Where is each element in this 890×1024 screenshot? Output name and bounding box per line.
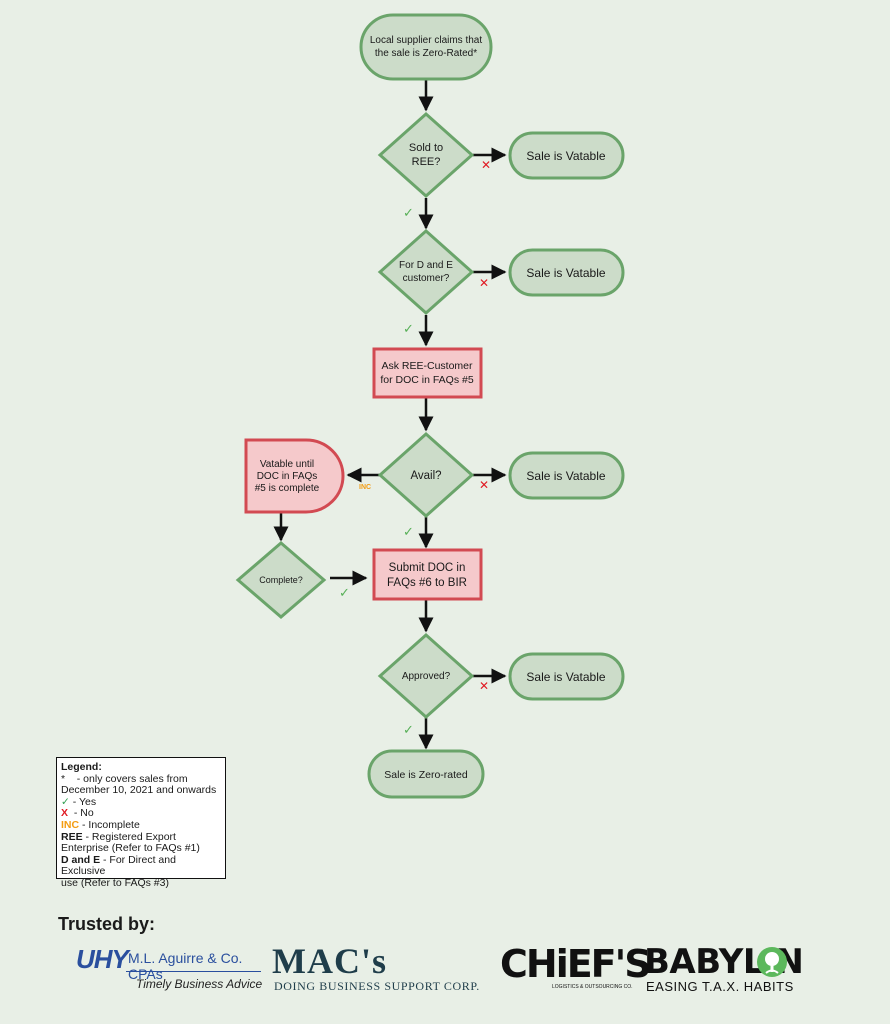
- start-line-2: the sale is Zero-Rated*: [375, 48, 477, 59]
- legend-yes-text: - Yes: [72, 795, 97, 808]
- end-node: Sale is Zero-rated: [367, 749, 485, 799]
- no-mark-icon: ✕: [479, 276, 489, 290]
- no-mark-icon: ✕: [479, 478, 489, 492]
- submit-line-1: Submit DOC in: [389, 562, 466, 574]
- inc-label: INC: [359, 484, 371, 491]
- process-submit-doc: Submit DOC in FAQs #6 to BIR: [372, 548, 483, 601]
- decision-complete: Complete?: [235, 541, 327, 619]
- vatable-node-2: Sale is Vatable: [508, 248, 625, 297]
- approved-label: Approved?: [402, 671, 451, 682]
- ask-line-2: for DOC in FAQs #5: [380, 374, 474, 386]
- legend-title: Legend:: [61, 761, 102, 773]
- legend-inc-text: - Incomplete: [82, 818, 140, 831]
- decision-approved: Approved?: [377, 632, 475, 720]
- ask-line-1: Ask REE-Customer: [381, 360, 473, 372]
- complete-label: Complete?: [259, 575, 303, 585]
- macs-logo: MAC's DOING BUSINESS SUPPORT CORP.: [272, 941, 492, 996]
- legend: Legend: * - only covers sales from Decem…: [56, 757, 226, 889]
- legend-de-text-2: use (Refer to FAQs #3): [61, 876, 169, 889]
- legend-star-text-2: December 10, 2021 and onwards: [61, 784, 217, 797]
- avail-label: Avail?: [410, 470, 441, 482]
- sold-line-1: Sold to: [409, 142, 443, 154]
- vatable-label-2: Sale is Vatable: [526, 266, 605, 280]
- legend-ree-text: - Registered Export: [85, 830, 176, 843]
- legend-de-symbol: D and E: [61, 853, 101, 866]
- legend-de-row: D and E - For Direct and Exclusive: [61, 853, 223, 878]
- de-line-2: customer?: [403, 273, 450, 284]
- uhy-mark: UHY: [76, 944, 129, 974]
- legend-ree-text-2: Enterprise (Refer to FAQs #1): [61, 842, 200, 855]
- start-node: Local supplier claims that the sale is Z…: [359, 13, 493, 81]
- vatable-until-line-1: Vatable until: [260, 459, 314, 470]
- submit-line-2: FAQs #6 to BIR: [387, 577, 467, 589]
- trusted-by-heading: Trusted by:: [58, 914, 156, 934]
- sold-line-2: REE?: [412, 156, 441, 168]
- legend-star-text: - only covers sales from: [76, 772, 188, 785]
- legend-no-text: - No: [73, 807, 94, 820]
- vatable-until-node: Vatable until DOC in FAQs #5 is complete: [244, 438, 345, 514]
- de-line-1: For D and E: [399, 260, 453, 271]
- legend-yes-icon: ✓: [61, 795, 70, 808]
- yes-mark-icon: ✓: [403, 525, 414, 540]
- chiefs-tagline: LOGISTICS & OUTSOURCING CO.: [552, 984, 633, 990]
- yes-mark-icon: ✓: [403, 723, 414, 738]
- no-mark-icon: ✕: [481, 158, 491, 172]
- legend-star-symbol: *: [61, 772, 66, 785]
- uhy-logo: UHY M.L. Aguirre & Co. CPAs Timely Busin…: [76, 944, 266, 996]
- babylon-tagline: EASING T.A.X. HABITS: [646, 979, 794, 994]
- legend-no-icon: X: [61, 807, 69, 820]
- legend-no-row: X - No: [61, 808, 223, 820]
- legend-inc-symbol: INC: [61, 818, 80, 831]
- chiefs-logo: CHiEF'S LOGISTICS & OUTSOURCING CO.: [500, 942, 652, 996]
- decision-avail: Avail?: [377, 431, 475, 519]
- vatable-label-4: Sale is Vatable: [526, 670, 605, 684]
- yes-mark-icon: ✓: [339, 586, 350, 601]
- legend-yes-row: ✓ - Yes: [61, 795, 223, 809]
- vatable-until-line-2: DOC in FAQs: [257, 471, 318, 482]
- uhy-tagline: Timely Business Advice: [136, 977, 263, 991]
- macs-name: MAC's: [272, 941, 387, 981]
- process-ask-ree-customer: Ask REE-Customer for DOC in FAQs #5: [372, 347, 483, 399]
- vatable-label-3: Sale is Vatable: [526, 469, 605, 483]
- connectors: [273, 80, 507, 750]
- legend-star-row: * - only covers sales from: [61, 772, 223, 786]
- yes-mark-icon: ✓: [403, 322, 414, 337]
- uhy-name: M.L. Aguirre & Co. CPAs: [128, 950, 243, 982]
- vatable-label-1: Sale is Vatable: [526, 149, 605, 163]
- legend-ree-symbol: REE: [61, 830, 83, 843]
- yes-mark-icon: ✓: [403, 206, 414, 221]
- end-label: Sale is Zero-rated: [384, 769, 468, 781]
- babylon-logo: BABYL N EASING T.A.X. HABITS: [644, 942, 834, 996]
- start-line-1: Local supplier claims that: [370, 35, 482, 46]
- vatable-node-4: Sale is Vatable: [508, 652, 625, 701]
- vatable-node-3: Sale is Vatable: [508, 451, 625, 500]
- legend-ree-row: REE - Registered Export: [61, 830, 223, 844]
- no-mark-icon: ✕: [479, 679, 489, 693]
- uhy-divider: [126, 971, 261, 972]
- legend-inc-row: INC - Incomplete: [61, 818, 223, 832]
- decision-sold-to-ree: Sold to REE?: [377, 111, 475, 199]
- tree-icon: [757, 947, 787, 977]
- decision-d-and-e: For D and E customer?: [377, 228, 475, 316]
- chiefs-name: CHiEF'S: [500, 942, 652, 986]
- vatable-node-1: Sale is Vatable: [508, 131, 625, 180]
- vatable-until-line-3: #5 is complete: [255, 483, 320, 494]
- macs-tagline: DOING BUSINESS SUPPORT CORP.: [274, 979, 480, 993]
- legend-de-text: - For Direct and Exclusive: [61, 853, 176, 878]
